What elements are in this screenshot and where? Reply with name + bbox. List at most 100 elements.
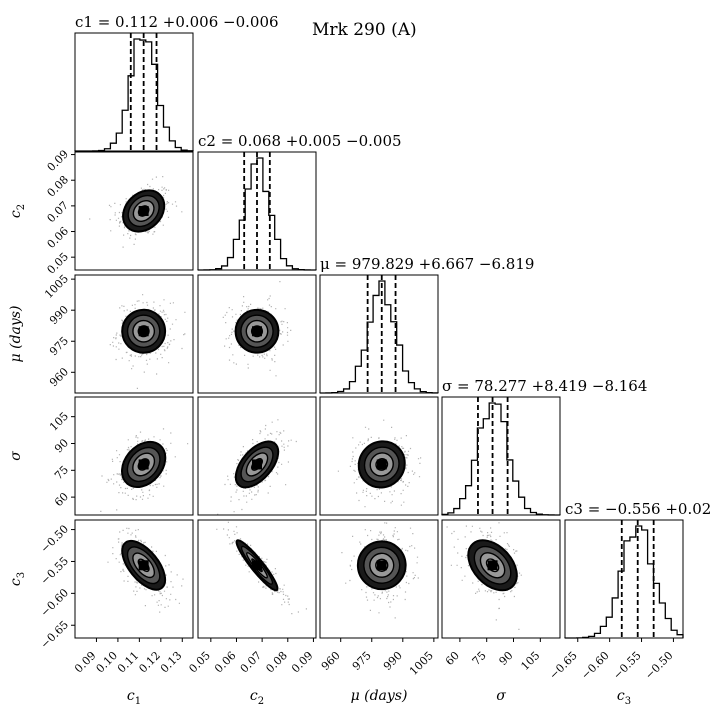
panel-c3-c1: 0.090.100.110.120.13 −0.65−0.60−0.55−0.50 <box>38 519 194 676</box>
panel-frame-1-0 <box>74 151 194 271</box>
panel-frame-4-3 <box>441 519 561 639</box>
ytick-label-c2-0: 0.05 <box>45 250 72 277</box>
xtick-label-mu-1: 975 <box>350 649 374 673</box>
panel-sigma-mu <box>319 396 439 516</box>
ytick-label-c2-4: 0.09 <box>45 147 72 174</box>
histogram-c3 <box>564 525 684 639</box>
xtick-label-mu-0: 960 <box>319 649 343 673</box>
histogram-c2 <box>197 157 317 271</box>
density-core-c3-c2 <box>252 560 262 571</box>
ytick-label-mu-0: 960 <box>47 365 71 389</box>
hist-title-text-mu: μ = 979.829 +6.667 −6.819 <box>320 255 534 273</box>
ytick-label-c3-0: −0.65 <box>38 618 71 651</box>
xtick-label-c3-1: −0.60 <box>579 649 612 682</box>
panel-frame-3-3 <box>441 396 561 516</box>
panel-frame-4-4 <box>564 519 684 639</box>
panel-mu-c2 <box>197 274 317 394</box>
panel-frame-2-2 <box>319 274 439 394</box>
xtick-label-c1-1: 0.10 <box>94 649 121 676</box>
density-core-sigma-mu <box>376 459 387 470</box>
density-core-c3-c1 <box>138 560 149 571</box>
xtick-label-sigma-1: 75 <box>470 649 489 668</box>
ytick-label-sigma-2: 90 <box>52 436 71 455</box>
xtick-label-c1-0: 0.09 <box>72 649 99 676</box>
hist-title-mu: μ = 979.829 +6.667 −6.819 <box>320 255 534 273</box>
density-core-mu-c1 <box>138 326 149 337</box>
panel-frame-4-1 <box>197 519 317 639</box>
histogram-c1 <box>75 38 194 152</box>
ytick-label-sigma-3: 105 <box>47 410 71 434</box>
scatter-points-c3-c1 <box>107 527 184 613</box>
panel-c2-c2 <box>197 151 317 271</box>
xtick-label-c3-2: −0.55 <box>611 649 644 682</box>
histogram-sigma <box>441 402 561 516</box>
panel-frame-1-1 <box>197 151 317 271</box>
hist-title-c1: c1 = 0.112 +0.006 −0.006 <box>75 13 279 31</box>
panel-frame-3-1 <box>197 396 317 516</box>
xtick-label-c1-2: 0.11 <box>115 649 142 676</box>
ylabel-c2: c2 <box>8 204 27 218</box>
xlabel-c2: c2 <box>250 688 264 707</box>
panel-frame-0-0 <box>74 32 194 152</box>
hist-title-c3: c3 = −0.556 +0.025 −0.025 <box>565 500 710 518</box>
panel-sigma-c1: 60 75 90 105 <box>47 396 194 516</box>
xtick-label-c1-3: 0.12 <box>136 649 163 676</box>
ylabel-c3: c3 <box>8 572 27 586</box>
xtick-label-sigma-0: 60 <box>443 649 462 668</box>
xlabel-c3: c3 <box>617 688 631 707</box>
xtick-label-mu-3: 1005 <box>407 649 436 678</box>
density-core-sigma-c1 <box>138 459 149 470</box>
xlabel-sigma: σ <box>496 688 506 704</box>
panel-frame-2-1 <box>197 274 317 394</box>
xtick-label-sigma-2: 90 <box>497 649 516 668</box>
xlabel-mu: μ (days) <box>351 688 408 704</box>
panel-sigma-sigma <box>441 396 561 516</box>
xtick-label-c3-0: −0.65 <box>547 649 580 682</box>
xtick-label-c1-4: 0.13 <box>158 649 185 676</box>
panel-c1-c1 <box>74 32 194 152</box>
xtick-label-c2-3: 0.08 <box>263 649 290 676</box>
hist-title-c2: c2 = 0.068 +0.005 −0.005 <box>198 132 402 150</box>
ytick-label-mu-1: 975 <box>47 334 71 358</box>
ylabel-mu: μ (days) <box>8 306 24 363</box>
panel-sigma-c2 <box>197 396 317 516</box>
xtick-label-c2-2: 0.07 <box>238 649 265 676</box>
panel-frame-2-0 <box>74 274 194 394</box>
density-core-sigma-c2 <box>252 459 262 470</box>
ytick-label-sigma-1: 75 <box>52 463 71 482</box>
ylabel-sigma: σ <box>8 451 24 461</box>
ytick-label-c2-1: 0.06 <box>45 224 72 251</box>
ytick-label-mu-2: 990 <box>47 303 71 327</box>
panel-frame-3-2 <box>319 396 439 516</box>
xtick-label-sigma-3: 105 <box>518 649 542 673</box>
xtick-label-c3-3: −0.50 <box>643 649 676 682</box>
histogram-mu <box>319 280 439 394</box>
ytick-label-c3-3: −0.50 <box>38 522 71 555</box>
xtick-label-mu-2: 990 <box>381 649 405 673</box>
figure-title: Mrk 290 (A) <box>312 20 417 40</box>
density-core-mu-c2 <box>252 326 262 337</box>
ytick-label-c3-2: −0.55 <box>38 554 71 587</box>
hist-title-text-sigma: σ = 78.277 +8.419 −8.164 <box>442 377 647 395</box>
panel-mu-mu <box>319 274 439 394</box>
xtick-label-c2-1: 0.06 <box>212 649 239 676</box>
hist-title-text-c3: c3 = −0.556 +0.025 −0.025 <box>565 500 710 518</box>
xtick-label-c2-0: 0.05 <box>186 649 213 676</box>
panel-frame-4-0 <box>74 519 194 639</box>
ytick-label-c2-3: 0.08 <box>45 173 72 200</box>
xtick-label-c2-4: 0.09 <box>289 649 316 676</box>
ytick-label-c3-1: −0.60 <box>38 586 71 619</box>
hist-title-text-c2: c2 = 0.068 +0.005 −0.005 <box>198 132 402 150</box>
panel-frame-3-0 <box>74 396 194 516</box>
hist-title-sigma: σ = 78.277 +8.419 −8.164 <box>442 377 647 395</box>
density-core-c3-sigma <box>487 560 498 571</box>
ytick-label-sigma-0: 60 <box>52 490 71 509</box>
panel-c3-c3: −0.65−0.60−0.55−0.50 <box>547 519 684 682</box>
density-core-c3-mu <box>376 560 387 571</box>
panel-frame-4-2 <box>319 519 439 639</box>
